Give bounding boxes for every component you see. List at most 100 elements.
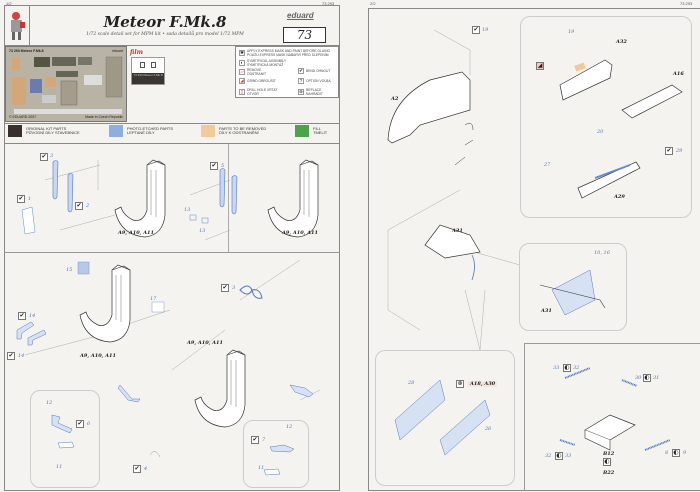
symmetrical-icon: ◐	[603, 458, 611, 466]
seat-label: A9, A10, A11	[187, 340, 223, 346]
part-number: 4	[144, 466, 148, 472]
detail-inset	[520, 16, 692, 218]
legend-text: APPLY EXPRESS MASK AND PAINT BEFORE GLUI…	[247, 49, 331, 57]
seat-label: A9, A10, A11	[282, 230, 318, 236]
part-number: 33	[553, 365, 560, 371]
legend-text: PŮVODNÍ DÍLY STAVEBNICE	[26, 130, 80, 135]
brand-logo: eduard	[287, 11, 314, 20]
kit-part-label: B22	[603, 470, 615, 476]
grind-icon: ◢	[239, 78, 245, 84]
kit-part-label: A2	[391, 96, 399, 102]
kit-part-label: A32	[616, 39, 627, 45]
legend-text: PARTS TO BE REMOVED	[219, 125, 267, 131]
legend-remove: ▱REMOVE ODSTRANIT	[239, 68, 279, 76]
part-number: 11	[258, 465, 265, 471]
legend-drill: ▯DRILL HOLE VRTAT OTVOR	[239, 88, 279, 96]
option-icon: ?	[298, 78, 304, 84]
part-number: 8	[665, 450, 669, 456]
legend-option: ?OPTION VOLBA	[298, 78, 338, 84]
part-number: 5	[221, 163, 225, 169]
kit-part-label: A16	[673, 71, 684, 77]
replace-icon: ⊛	[456, 380, 464, 388]
fret-made-in: Made in Czech Republic	[85, 115, 123, 119]
part-number: 9	[683, 450, 687, 456]
part-number: 10, 16	[594, 250, 610, 256]
bend-icon: ✔	[221, 284, 229, 292]
film-label: film	[130, 49, 143, 56]
legend-text: PHOTO-ETCHED PARTS	[127, 125, 174, 131]
legend-text: FILL	[313, 125, 322, 131]
legend-text: DÍLY K ODSTRANĚNÍ	[219, 130, 259, 135]
fret-copyright: © EDUARD 2007	[9, 115, 37, 119]
legend-replace: ⊛REPLACE NAHRADIT	[298, 88, 338, 96]
page-number: 2/2	[370, 1, 376, 6]
legend-text: TMELIT	[313, 130, 328, 135]
symbol-legend: ✱APPLY EXPRESS MASK AND PAINT BEFORE GLU…	[235, 46, 339, 98]
replace-icon: ⊛	[298, 89, 304, 95]
part-number: 33	[565, 453, 572, 459]
film-caption: 73 293 Meteor F.Mk.8	[132, 73, 164, 84]
bend-icon: ✔	[298, 68, 304, 74]
part-number: 11	[56, 464, 63, 470]
part-number: 2	[86, 203, 90, 209]
legend-text: SYMETRICAL ASSEMBLY SYMETRICKÁ MONTÁŽ	[247, 59, 287, 67]
detail-inset	[519, 243, 627, 331]
part-number: 14	[29, 313, 36, 319]
part-number: 27	[544, 162, 551, 168]
bend-icon: ✔	[7, 352, 15, 360]
part-number: 20	[597, 129, 604, 135]
kit-part-label: A31	[541, 308, 552, 314]
swatch-dark	[8, 125, 22, 137]
detail-inset	[30, 390, 100, 488]
bend-icon: ✔	[665, 147, 673, 155]
kit-part-label: B12	[603, 451, 615, 457]
legend-text: REPLACE NAHRADIT	[306, 88, 323, 96]
symmetrical-icon: ◐	[643, 374, 651, 382]
swatch-blue	[109, 125, 123, 137]
left-page-frame	[4, 5, 340, 491]
part-number: 12	[286, 424, 293, 430]
part-number: 15	[66, 267, 73, 273]
bend-icon: ✔	[210, 162, 218, 170]
part-number: 3	[50, 153, 54, 159]
photo-etch-fret-image: 73 293 Meteor F.Mk.8 eduard © EDUARD 200…	[5, 46, 127, 122]
grind-icon: ◢	[536, 62, 544, 70]
legend-bend: ✔BEND OHNOUT	[298, 68, 338, 74]
part-number: 29	[676, 148, 683, 154]
bend-icon: ✔	[18, 312, 26, 320]
page-number: 1/2	[6, 1, 12, 6]
bend-icon: ✔	[76, 420, 84, 428]
legend-text: ORIGINAL KIT PARTS	[26, 125, 67, 131]
part-number: 19	[568, 29, 575, 35]
bend-icon: ✔	[17, 195, 25, 203]
part-number: 31	[653, 375, 660, 381]
detail-inset	[375, 350, 515, 486]
part-number: 6	[87, 421, 91, 427]
part-number: 12	[46, 400, 53, 406]
fret-brand: eduard	[112, 49, 123, 53]
part-number: 14	[18, 353, 25, 359]
mask-icon: ✱	[239, 50, 245, 56]
page-title: Meteor F.Mk.8	[103, 13, 227, 31]
detail-inset	[243, 420, 309, 488]
part-number: 7	[262, 437, 266, 443]
legend-text: LEPTANÉ DÍLY	[127, 130, 155, 135]
bend-icon: ✔	[251, 436, 259, 444]
symmetrical-icon: ◐	[563, 364, 571, 372]
part-number: 13	[199, 228, 206, 234]
bend-icon: ✔	[40, 153, 48, 161]
set-code-small: 73 293	[322, 1, 335, 6]
legend-text: DRILL HOLE VRTAT OTVOR	[247, 88, 278, 96]
bend-icon: ✔	[472, 26, 480, 34]
swatch-green	[295, 125, 309, 137]
part-number: 32	[545, 453, 552, 459]
film-sheet-image: 73 293 Meteor F.Mk.8	[131, 57, 165, 85]
legend-symmetrical: ◐SYMETRICAL ASSEMBLY SYMETRICKÁ MONTÁŽ	[239, 59, 299, 67]
swatch-peach	[201, 125, 215, 137]
set-code-small: 73 293	[680, 1, 693, 6]
